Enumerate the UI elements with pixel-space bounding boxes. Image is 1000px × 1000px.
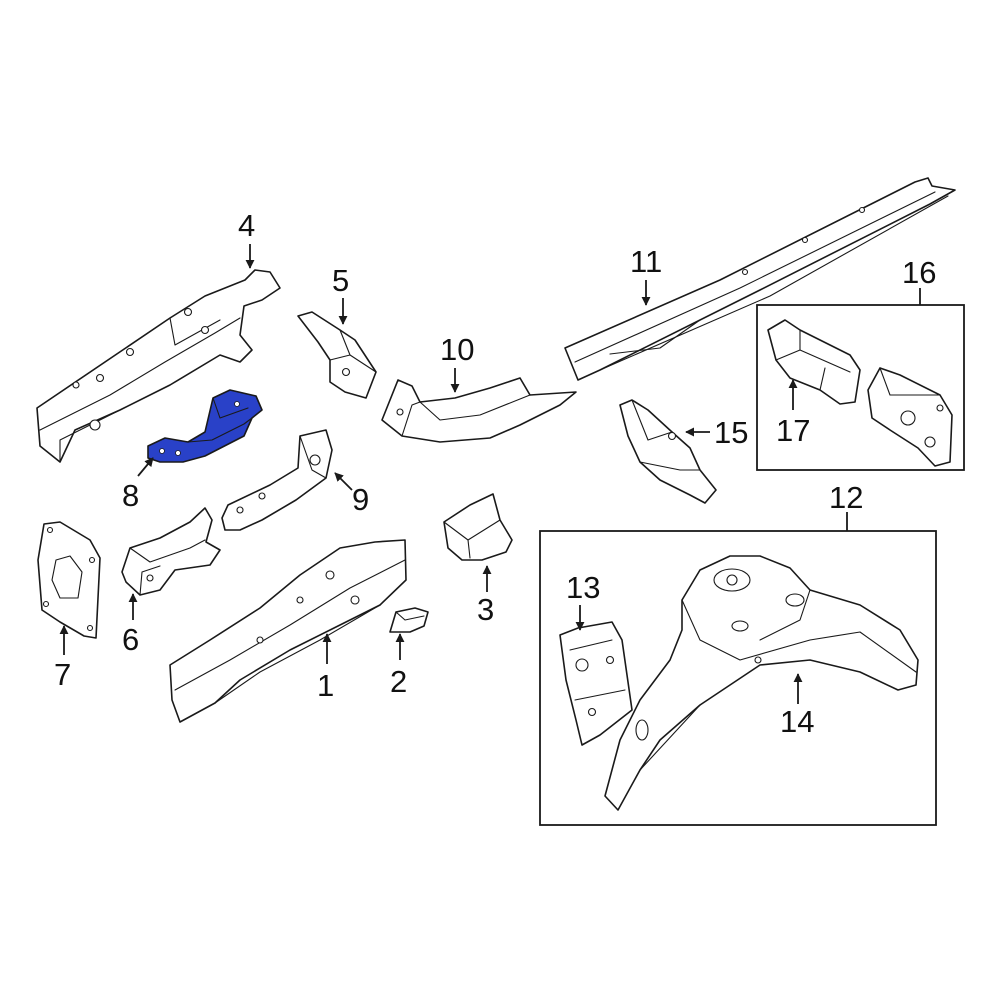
callout-5: 5 — [332, 263, 349, 298]
callout-6: 6 — [122, 622, 139, 657]
callout-2: 2 — [390, 664, 407, 699]
part-3-bracket[interactable] — [443, 493, 513, 561]
callout-13: 13 — [566, 570, 600, 605]
part-16-plate[interactable] — [867, 367, 953, 467]
part-2-clip[interactable] — [389, 607, 429, 633]
callout-4: 4 — [238, 208, 255, 243]
callout-16: 16 — [902, 255, 936, 290]
callout-9: 9 — [352, 482, 369, 517]
callout-10: 10 — [440, 332, 474, 367]
callout-8: 8 — [122, 478, 139, 513]
part-10-extension[interactable] — [381, 377, 577, 443]
part-1-inner-rail[interactable] — [169, 539, 407, 723]
callout-1: 1 — [317, 668, 334, 703]
part-17-bracket[interactable] — [767, 319, 861, 405]
part-14-strut-tower[interactable] — [604, 555, 919, 811]
part-4-frame-rail[interactable] — [36, 269, 281, 463]
part-5-bracket[interactable] — [297, 311, 377, 399]
part-9-reinforcement[interactable] — [221, 429, 333, 531]
part-11-long-rail[interactable] — [564, 177, 956, 381]
callout-11: 11 — [630, 244, 662, 279]
part-8-bracket-highlighted[interactable] — [147, 389, 263, 463]
group-box-16 — [756, 304, 965, 471]
part-6-bracket[interactable] — [121, 507, 221, 596]
callout-15: 15 — [714, 415, 748, 450]
callout-12: 12 — [829, 480, 863, 515]
callout-14: 14 — [780, 704, 814, 739]
leader-lines — [59, 244, 921, 704]
part-13-plate[interactable] — [559, 621, 633, 746]
part-7-plate[interactable] — [37, 521, 101, 639]
part-15-support[interactable] — [619, 399, 717, 504]
callout-7: 7 — [54, 657, 71, 692]
group-box-12 — [539, 530, 937, 826]
callout-3: 3 — [477, 592, 494, 627]
callout-17: 17 — [776, 413, 810, 448]
